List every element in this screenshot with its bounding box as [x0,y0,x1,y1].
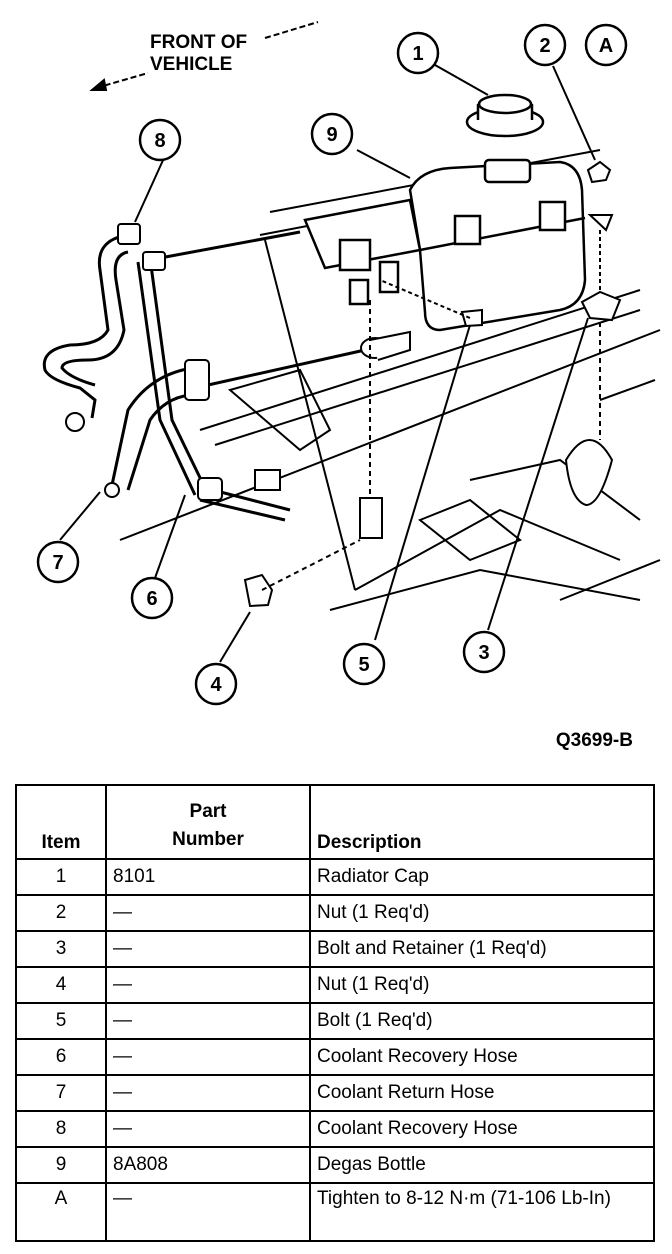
table-row: 2 — Nut (1 Req'd) [15,894,655,932]
nut-and-bracket [564,160,622,507]
cell-description: Coolant Recovery Hose [309,1038,655,1076]
cell-item: 6 [15,1038,107,1076]
header-part-line1: Part [189,801,227,822]
callout-9: 9 [310,112,354,156]
svg-text:6: 6 [146,588,157,610]
callout-1: 1 [396,31,440,75]
cell-item: 2 [15,894,107,932]
cell-item: 8 [15,1110,107,1148]
cell-description: Nut (1 Req'd) [309,894,655,932]
callout-5: 5 [342,642,386,686]
svg-text:A: A [599,35,613,57]
header-description: Description [309,784,655,860]
callout-8: 8 [138,118,182,162]
table-row: 8 — Coolant Recovery Hose [15,1110,655,1148]
nut-4-and-bolt-5 [243,279,483,608]
cell-part: — [105,1038,311,1076]
header-part-number: Part Number [105,784,311,860]
cell-description: Tighten to 8-12 N·m (71-106 Lb-In) [309,1182,655,1242]
cell-item: 1 [15,858,107,896]
callout-3: 3 [462,630,506,674]
cell-description: Coolant Return Hose [309,1074,655,1112]
coolant-hoses [42,230,366,522]
table-header-row: Item Part Number Description [15,784,655,860]
cell-part: — [105,966,311,1004]
parts-table: Item Part Number Description 1 8101 Radi… [15,784,655,1242]
cell-item: 5 [15,1002,107,1040]
callout-6: 6 [130,576,174,620]
cell-item: 9 [15,1146,107,1184]
front-of-vehicle-label-line1: FRONT OF [150,32,247,53]
table-row: 1 8101 Radiator Cap [15,858,655,896]
cell-item: A [15,1182,107,1242]
svg-text:1: 1 [412,43,423,65]
figure-code: Q3699-B [556,730,633,751]
cell-description: Bolt and Retainer (1 Req'd) [309,930,655,968]
cell-description: Degas Bottle [309,1146,655,1184]
callout-2: 2 [523,23,567,67]
front-direction-arrow [89,21,319,91]
exploded-view-diagram: FRONT OF VEHICLE [36,21,661,751]
cell-description: Coolant Recovery Hose [309,1110,655,1148]
svg-text:8: 8 [154,130,165,152]
header-item: Item [15,784,107,860]
svg-text:7: 7 [52,552,63,574]
svg-text:4: 4 [210,674,222,696]
callout-a: A [584,23,628,67]
table-row: 4 — Nut (1 Req'd) [15,966,655,1004]
table-row: 9 8A808 Degas Bottle [15,1146,655,1184]
hose-clamps [65,223,411,501]
cell-part: — [105,1002,311,1040]
svg-text:5: 5 [358,654,369,676]
svg-text:9: 9 [326,124,337,146]
table-row: 6 — Coolant Recovery Hose [15,1038,655,1076]
cell-item: 7 [15,1074,107,1112]
table-row: 5 — Bolt (1 Req'd) [15,1002,655,1040]
svg-text:3: 3 [478,642,489,664]
callout-4: 4 [194,662,238,706]
table-row: A — Tighten to 8-12 N·m (71-106 Lb-In) [15,1182,655,1242]
callout-7: 7 [36,540,80,584]
cell-item: 3 [15,930,107,968]
table-row: 3 — Bolt and Retainer (1 Req'd) [15,930,655,968]
cell-item: 4 [15,966,107,1004]
cell-part: 8A808 [105,1146,311,1184]
cell-part: — [105,1074,311,1112]
cell-part: — [105,1182,311,1242]
cell-part: — [105,1110,311,1148]
cell-part: 8101 [105,858,311,896]
front-of-vehicle-label-line2: VEHICLE [150,54,232,75]
callout-leaders [59,64,596,663]
radiator-cap [465,93,545,138]
cell-description: Nut (1 Req'd) [309,966,655,1004]
cell-description: Bolt (1 Req'd) [309,1002,655,1040]
cell-description: Radiator Cap [309,858,655,896]
cell-part: — [105,894,311,932]
header-part-line2: Number [172,829,244,850]
table-row: 7 — Coolant Return Hose [15,1074,655,1112]
cell-part: — [105,930,311,968]
degas-bottle [303,158,587,332]
svg-text:2: 2 [539,35,550,57]
